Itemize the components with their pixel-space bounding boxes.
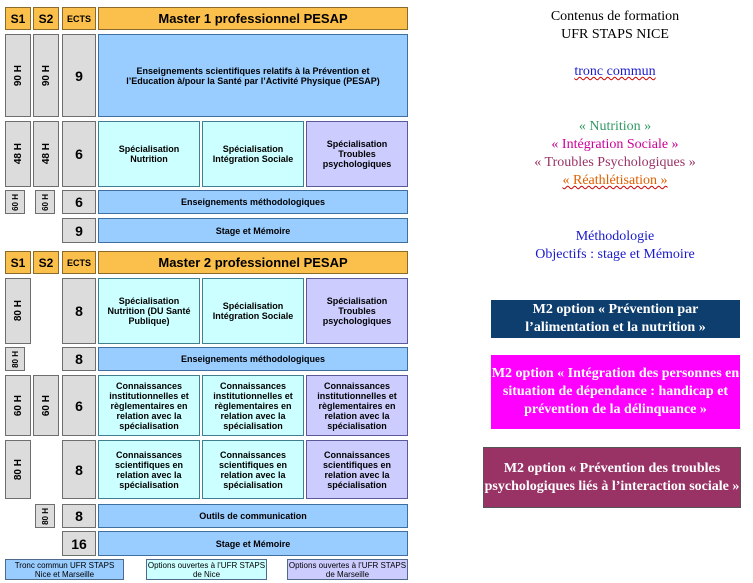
right-heading: Contenus de formation UFR STAPS NICE [480,8,750,44]
m2-knowledge-institutional-1: Connaissances institutionnelles et règle… [98,375,200,436]
m1-r3-ects: 6 [62,190,96,214]
legend-options-marseille: Options ouvertes à l’UFR STAPS de Marsei… [287,559,408,580]
m1-r3-s2-hours: 60 H [35,190,55,214]
m1-r3-s1-hours: 60 H [5,190,25,214]
m2-title: Master 2 professionnel PESAP [98,251,408,274]
right-tronc-commun-text: tronc commun [574,64,656,79]
m1-spec-nutrition: Spécialisation Nutrition [98,121,200,187]
m1-r1-ects: 9 [62,34,96,117]
right-spec-integration: « Intégration Sociale » [551,137,679,152]
m2-knowledge-scientific-1: Connaissances scientifiques en relation … [98,440,200,499]
m1-ects-header: ECTS [62,7,96,30]
m2-knowledge-scientific-2: Connaissances scientifiques en relation … [202,440,304,499]
m1-s2-header: S2 [33,7,59,30]
right-spec-troubles: « Troubles Psychologiques » [534,155,696,170]
m2-spec-troubles: Spécialisation Troubles psychologiques [306,278,408,344]
m2-r3-s2-hours: 60 H [33,375,59,436]
m2-s2-header: S2 [33,251,59,274]
right-specialisations: « Nutrition » « Intégration Sociale » « … [480,118,750,190]
m2-r1-ects: 8 [62,278,96,344]
m1-r2-s1-hours: 48 H [5,121,31,187]
option-nutrition-box: M2 option « Prévention par l’alimentatio… [491,300,740,338]
legend-options-nice: Options ouvertes à l’UFR STAPS de Nice [146,559,267,580]
m1-r2-ects: 6 [62,121,96,187]
m2-r3-s1-hours: 60 H [5,375,31,436]
m1-spec-troubles: Spécialisation Troubles psychologiques [306,121,408,187]
m2-r5-s2-hours: 80 H [35,504,55,528]
right-methodology: Méthodologie Objectifs : stage et Mémoir… [480,228,750,264]
right-spec-reathletisation-text: « Réathlétisation » [562,173,668,188]
m1-r1-s2-hours: 90 H [33,34,59,117]
m2-spec-integration: Spécialisation Intégration Sociale [202,278,304,344]
m1-r1-s1-hours: 90 H [5,34,31,117]
right-spec-reathletisation: « Réathlétisation » [480,172,750,190]
m2-methodology: Enseignements méthodologiques [98,347,408,371]
option-integration-box: M2 option « Intégration des personnes en… [491,355,740,429]
m1-methodology: Enseignements méthodologiques [98,190,408,214]
m2-r3-ects: 6 [62,375,96,436]
m2-r4-s1-hours: 80 H [5,440,31,499]
m2-communication-tools: Outils de communication [98,504,408,528]
m2-r2-s1-hours: 80 H [5,347,25,371]
m2-knowledge-scientific-3: Connaissances scientifiques en relation … [306,440,408,499]
right-methodology-line1: Méthodologie [575,229,655,244]
m2-r1-s1-hours: 80 H [5,278,31,344]
right-tronc-commun: tronc commun [480,63,750,81]
m2-knowledge-institutional-2: Connaissances institutionnelles et règle… [202,375,304,436]
right-spec-nutrition: « Nutrition » [578,119,652,134]
m2-s1-header: S1 [5,251,31,274]
right-heading-line2: UFR STAPS NICE [561,27,669,42]
m2-r2-ects: 8 [62,347,96,371]
legend-tronc-commun: Tronc commun UFR STAPS Nice et Marseille [5,559,124,580]
m1-r4-ects: 9 [62,218,96,243]
m1-r1-scientific: Enseignements scientifiques relatifs à l… [98,34,408,117]
m1-s1-header: S1 [5,7,31,30]
m1-r2-s2-hours: 48 H [33,121,59,187]
option-troubles-box: M2 option « Prévention des troubles psyc… [483,447,741,508]
m2-stage-memoire: Stage et Mémoire [98,531,408,556]
m2-r6-ects: 16 [62,531,96,556]
m2-ects-header: ECTS [62,251,96,274]
right-heading-line1: Contenus de formation [550,9,680,24]
m2-r4-ects: 8 [62,440,96,499]
m1-stage-memoire: Stage et Mémoire [98,218,408,243]
m1-spec-integration: Spécialisation Intégration Sociale [202,121,304,187]
m2-r5-ects: 8 [62,504,96,528]
m2-spec-nutrition: Spécialisation Nutrition (DU Santé Publi… [98,278,200,344]
m2-knowledge-institutional-3: Connaissances institutionnelles et règle… [306,375,408,436]
m1-title: Master 1 professionnel PESAP [98,7,408,30]
right-methodology-line2: Objectifs : stage et Mémoire [535,247,695,262]
